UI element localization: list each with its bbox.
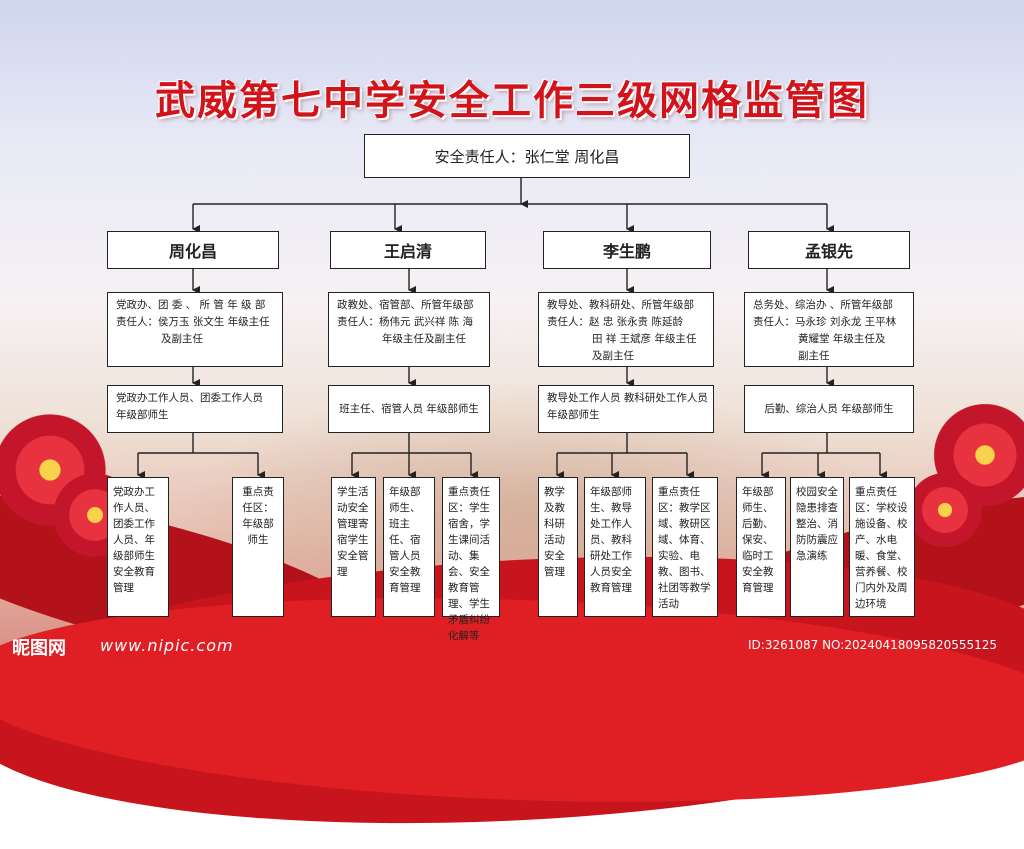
duty-line: 党政办、团 委 、 所 管 年 级 部 [116, 299, 266, 311]
lead-box-4: 孟银先 [748, 231, 910, 269]
leaf-text: 学生活动安全管理寄宿学生安全管理 [337, 486, 369, 578]
leaf-text: 党政办工作人员、团委工作人员、年级部师生安全教育管理 [113, 486, 155, 594]
staff-box-1: 党政办工作人员、团委工作人员 年级部师生 [107, 385, 283, 433]
leaf-box-2-1: 学生活动安全管理寄宿学生安全管理 [331, 477, 376, 617]
leaf-text: 重点责任区：学校设施设备、校产、水电暖、食堂、营养餐、校门内外及周边环境 [855, 486, 908, 610]
staff-box-3: 教导处工作人员 教科研处工作人员 年级部师生 [538, 385, 714, 433]
watermark-id: ID:3261087 NO:20240418095820555125 [748, 638, 998, 652]
lead-name: 周化昌 [168, 242, 217, 261]
duty-line: 政教处、宿管部、所管年级部 [337, 299, 474, 311]
leaf-text: 教学及教科研活动安全管理 [544, 486, 565, 578]
staff-line: 后勤、综治人员 年级部师生 [764, 402, 894, 415]
lead-name: 李生鹏 [602, 242, 651, 261]
top-responsible-box: 安全责任人：张仁堂 周化昌 [364, 134, 690, 178]
staff-line: 年级部师生 [116, 409, 169, 421]
lead-name: 孟银先 [804, 242, 853, 261]
duty-line: 总务处、综治办 、所管年级部 [753, 299, 893, 311]
lead-box-3: 李生鹏 [543, 231, 711, 269]
peony-flower-right-small [905, 470, 985, 550]
duty-box-3: 教导处、教科研处、所管年级部 责任人：赵 忠 张永贵 陈延龄 田 祥 王斌彦 年… [538, 292, 714, 367]
leaf-text: 校园安全隐患排查整治、消防防震应急演练 [796, 486, 838, 562]
page-title: 武威第七中学安全工作三级网格监管图 [155, 77, 869, 124]
leaf-box-1-2: 重点责任区：年级部师生 [232, 477, 284, 617]
duty-line: 黄耀堂 年级主任及 [798, 333, 886, 345]
leaf-text: 年级部师生、教导处工作人员、教科研处工作人员安全教育管理 [590, 486, 632, 594]
leaf-box-2-2: 年级部师生、班主任、宿管人员安全教育管理 [383, 477, 435, 617]
leaf-box-3-2: 年级部师生、教导处工作人员、教科研处工作人员安全教育管理 [584, 477, 646, 617]
leaf-text: 重点责任区：年级部师生 [242, 486, 274, 546]
duty-box-1: 党政办、团 委 、 所 管 年 级 部 责任人：侯万玉 张文生 年级主任 及副主… [107, 292, 283, 367]
staff-box-2: 班主任、宿管人员 年级部师生 [328, 385, 490, 433]
duty-line: 责任人：杨伟元 武兴祥 陈 海 [337, 316, 474, 328]
staff-line: 年级部师生 [547, 409, 600, 421]
watermark-url: www.nipic.com [100, 636, 234, 655]
duty-box-2: 政教处、宿管部、所管年级部 责任人：杨伟元 武兴祥 陈 海 年级主任及副主任 [328, 292, 490, 367]
connector-lines [137, 178, 887, 479]
duty-line: 责任人：侯万玉 张文生 年级主任 [116, 316, 270, 328]
duty-line: 副主任 [798, 350, 830, 362]
leaf-text: 年级部师生、班主任、宿管人员安全教育管理 [389, 486, 421, 594]
watermark-logo: 昵图网 [12, 638, 66, 659]
lead-name: 王启清 [383, 242, 432, 261]
staff-line: 教导处工作人员 教科研处工作人员 [547, 392, 708, 404]
duty-line: 及副主任 [592, 350, 634, 362]
leaf-box-3-1: 教学及教科研活动安全管理 [538, 477, 578, 617]
lead-box-2: 王启清 [330, 231, 486, 269]
leaf-text: 重点责任区：教学区域、教研区域、体育、实验、电教、图书、社团等教学活动 [658, 486, 711, 610]
leaf-box-4-2: 校园安全隐患排查整治、消防防震应急演练 [790, 477, 844, 617]
leaf-text: 年级部师生、后勤、保安、临时工安全教育管理 [742, 486, 774, 594]
leaf-box-1-1: 党政办工作人员、团委工作人员、年级部师生安全教育管理 [107, 477, 169, 617]
leaf-box-3-3: 重点责任区：教学区域、教研区域、体育、实验、电教、图书、社团等教学活动 [652, 477, 718, 617]
staff-box-4: 后勤、综治人员 年级部师生 [744, 385, 914, 433]
top-responsible-label: 安全责任人：张仁堂 周化昌 [434, 147, 620, 166]
leaf-box-4-3: 重点责任区：学校设施设备、校产、水电暖、食堂、营养餐、校门内外及周边环境 [849, 477, 915, 617]
leaf-box-4-1: 年级部师生、后勤、保安、临时工安全教育管理 [736, 477, 786, 617]
lead-box-1: 周化昌 [107, 231, 279, 269]
staff-line: 班主任、宿管人员 年级部师生 [339, 402, 479, 415]
duty-box-4: 总务处、综治办 、所管年级部 责任人：马永珍 刘永龙 王平林 黄耀堂 年级主任及… [744, 292, 914, 367]
duty-line: 教导处、教科研处、所管年级部 [547, 299, 694, 311]
duty-line: 年级主任及副主任 [382, 333, 466, 345]
duty-line: 责任人：赵 忠 张永贵 陈延龄 [547, 316, 684, 328]
duty-line: 田 祥 王斌彦 年级主任 [592, 333, 697, 345]
duty-line: 责任人：马永珍 刘永龙 王平林 [753, 316, 897, 328]
staff-line: 党政办工作人员、团委工作人员 [116, 392, 263, 404]
leaf-text: 重点责任区：学生宿舍，学生课间活动、集会、安全教育管理、学生矛盾纠纷化解等 [448, 486, 490, 642]
duty-line: 及副主任 [161, 333, 203, 345]
leaf-box-2-3: 重点责任区：学生宿舍，学生课间活动、集会、安全教育管理、学生矛盾纠纷化解等 [442, 477, 500, 642]
